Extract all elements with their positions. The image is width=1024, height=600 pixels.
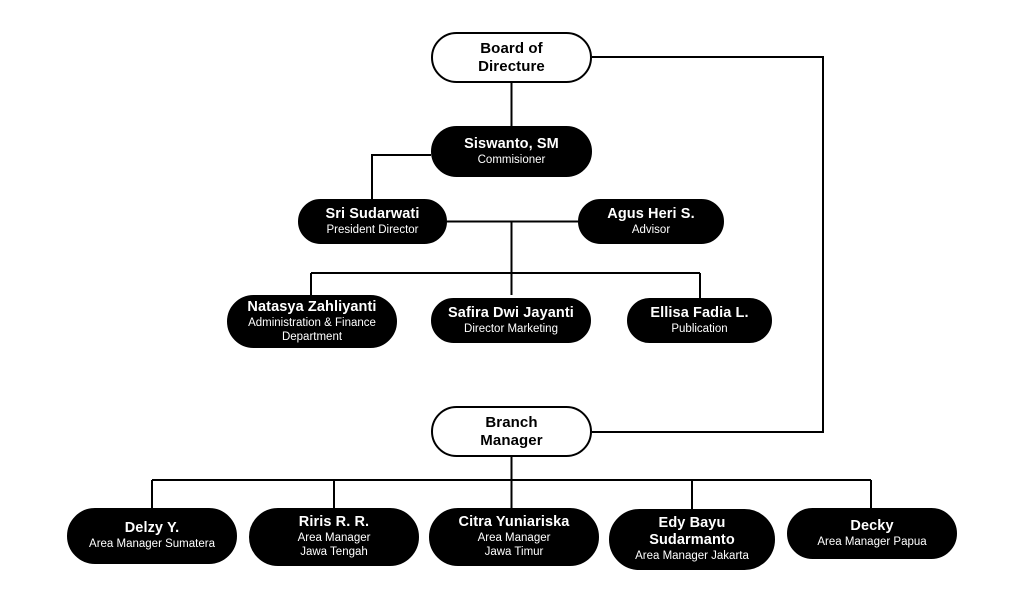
node-natasya-zahliyanti[interactable]: Natasya Zahliyanti Administration & Fina… [227, 295, 397, 348]
node-decky[interactable]: Decky Area Manager Papua [787, 508, 957, 559]
node-title: Siswanto, SM [464, 135, 559, 152]
node-subtitle: Commisioner [477, 153, 546, 166]
node-title: Riris R. R. [298, 514, 370, 531]
node-siswanto-sm[interactable]: Siswanto, SM Commisioner [431, 126, 592, 177]
node-title: Agus Heri S. [607, 205, 695, 222]
node-title: Natasya Zahliyanti [247, 298, 377, 315]
node-subtitle: Advisor [631, 223, 671, 236]
node-title: Citra Yuniariska [458, 514, 570, 531]
node-subtitle: Director Marketing [464, 322, 558, 335]
node-subtitle: Publication [671, 322, 728, 335]
node-branch-manager[interactable]: Branch Manager [431, 406, 592, 457]
node-sri-sudarwati[interactable]: Sri Sudarwati President Director [298, 199, 447, 244]
node-agus-heri-s[interactable]: Agus Heri S. Advisor [578, 199, 724, 244]
node-edy-bayu-sudarmanto[interactable]: Edy Bayu Sudarmanto Area Manager Jakarta [609, 509, 775, 570]
node-citra-yuniariska[interactable]: Citra Yuniariska Area Manager Jawa Timur [429, 508, 599, 566]
node-board-of-directure[interactable]: Board of Directure [431, 32, 592, 83]
node-subtitle: Area Manager Jawa Timur [477, 532, 551, 559]
node-subtitle: President Director [326, 223, 419, 236]
node-delzy-y[interactable]: Delzy Y. Area Manager Sumatera [67, 508, 237, 564]
node-subtitle: Area Manager Sumatera [89, 538, 215, 551]
node-subtitle: Administration & Finance Department [248, 317, 376, 343]
node-safira-dwi-jayanti[interactable]: Safira Dwi Jayanti Director Marketing [431, 298, 591, 343]
node-title: Board of Directure [478, 39, 545, 75]
node-riris-r-r[interactable]: Riris R. R. Area Manager Jawa Tengah [249, 508, 419, 566]
node-ellisa-fadia-l[interactable]: Ellisa Fadia L. Publication [627, 298, 772, 343]
node-subtitle: Area Manager Papua [817, 535, 927, 548]
node-title: Decky [850, 517, 894, 534]
node-title: Safira Dwi Jayanti [448, 304, 574, 321]
node-title: Delzy Y. [124, 520, 180, 537]
connector-siswanto-to-sri-sudarwati [371, 154, 431, 199]
node-title: Edy Bayu Sudarmanto [649, 515, 735, 549]
node-subtitle: Area Manager Jakarta [635, 550, 749, 563]
node-subtitle: Area Manager Jawa Tengah [297, 532, 371, 559]
node-title: Sri Sudarwati [325, 205, 420, 222]
node-title: Branch Manager [480, 413, 543, 449]
node-title: Ellisa Fadia L. [650, 304, 749, 321]
connector-board-to-branch-manager [592, 56, 824, 433]
